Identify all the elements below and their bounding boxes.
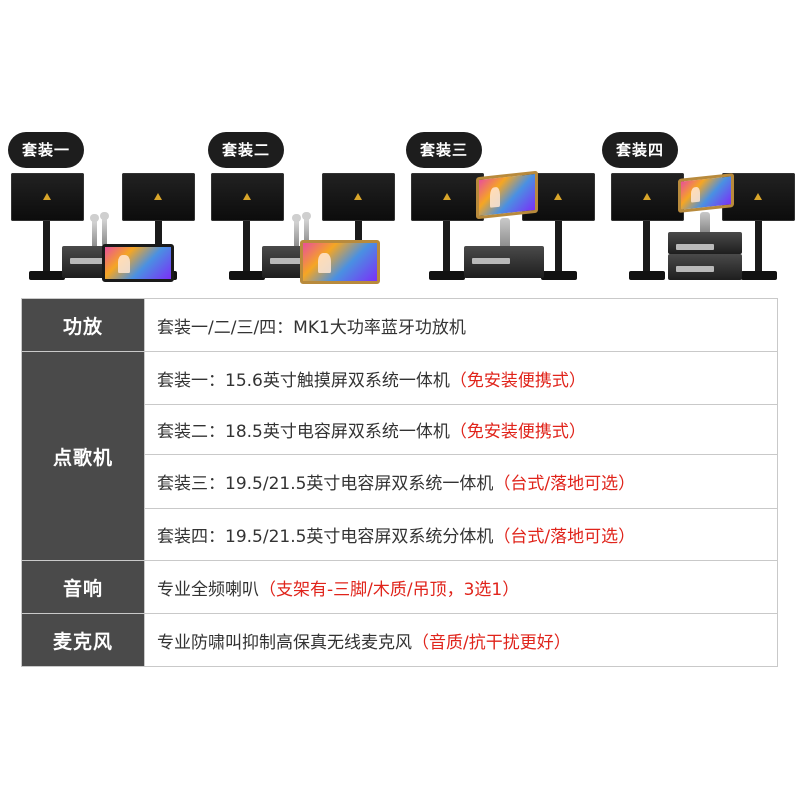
player-4-text: 套装四：19.5/21.5英寸电容屏双系统分体机 [157,527,494,547]
player-1-note: （免安装便携式） [449,370,586,391]
stand-pole [643,221,650,273]
stand-pole [555,221,562,273]
package-3-image: 套装三 [406,128,606,288]
table-row-amp: 功放 套装一/二/三/四：MK1大功率蓝牙功放机 [21,298,778,352]
microphone [100,212,109,246]
player-1-text: 套装一：15.6英寸触摸屏双系统一体机 [157,370,450,391]
player-3-text: 套装三：19.5/21.5英寸电容屏双系统一体机 [157,474,494,494]
speaker-right [322,173,395,221]
microphone [500,218,510,258]
stand-base [229,271,265,280]
stand-pole [755,221,762,273]
microphone [302,212,311,246]
karaoke-player [678,173,734,213]
stand-base [429,271,465,280]
mic-note: （音质/抗干扰更好） [412,632,571,653]
karaoke-player [102,244,174,282]
stand-base [629,271,665,280]
player-3-description: 套装三：19.5/21.5英寸电容屏双系统一体机（台式/落地可选） [144,454,778,509]
row-header-amp: 功放 [21,298,145,352]
package-1-label: 套装一 [8,132,85,168]
microphone [292,214,301,248]
speaker-text: 专业全频喇叭 [157,579,259,600]
stand-base [741,271,777,280]
player-2-text: 套装二：18.5英寸电容屏双系统一体机 [157,422,450,442]
player-2-description: 套装二：18.5英寸电容屏双系统一体机（免安装便携式） [144,404,778,455]
amplifier-top [668,232,742,254]
speaker-left [411,173,484,221]
karaoke-player [476,170,538,220]
table-row-player-4: 套装四：19.5/21.5英寸电容屏双系统分体机（台式/落地可选） [22,508,778,561]
stand-base [29,271,65,280]
stand-pole [43,221,50,273]
microphone [90,214,99,248]
stand-base [541,271,577,280]
player-1-description: 套装一：15.6英寸触摸屏双系统一体机（免安装便携式） [144,351,778,405]
row-header-speaker: 音响 [21,560,145,614]
row-header-player: 点歌机 [21,351,145,561]
mic-text: 专业防啸叫抑制高保真无线麦克风 [157,632,412,653]
karaoke-player [300,240,380,284]
player-4-description: 套装四：19.5/21.5英寸电容屏双系统分体机（台式/落地可选） [144,508,778,561]
speaker-description: 专业全频喇叭（支架有-三脚/木质/吊顶，3选1） [144,560,778,614]
package-2-image: 套装二 [206,128,406,288]
package-1-image: 套装一 [6,128,206,288]
microphone [700,212,710,238]
player-3-note: （台式/落地可选） [493,474,636,494]
table-row-mic: 麦克风 专业防啸叫抑制高保真无线麦克风（音质/抗干扰更好） [21,613,778,667]
stand-pole [443,221,450,273]
amp-description: 套装一/二/三/四：MK1大功率蓝牙功放机 [144,298,778,352]
speaker-right [122,173,195,221]
package-4-label: 套装四 [602,132,679,168]
amplifier [464,246,544,278]
player-2-note: （免安装便携式） [449,422,586,442]
table-row-speaker: 音响 专业全频喇叭（支架有-三脚/木质/吊顶，3选1） [21,560,778,614]
speaker-right [722,173,795,221]
package-2-label: 套装二 [208,132,285,168]
package-3-label: 套装三 [406,132,483,168]
speaker-left [611,173,684,221]
speaker-note: （支架有-三脚/木质/吊顶，3选1） [259,579,520,600]
package-4-image: 套装四 [602,128,800,288]
row-header-mic: 麦克风 [21,613,145,667]
player-4-note: （台式/落地可选） [493,527,636,547]
table-row-player-2: 套装二：18.5英寸电容屏双系统一体机（免安装便携式） [22,404,778,455]
speaker-left [11,173,84,221]
package-gallery: 套装一 套装二 套装三 套 [0,0,800,300]
package-spec-table: 功放 套装一/二/三/四：MK1大功率蓝牙功放机 点歌机 套装一：15.6英寸触… [21,298,778,667]
mic-description: 专业防啸叫抑制高保真无线麦克风（音质/抗干扰更好） [144,613,778,667]
speaker-left [211,173,284,221]
stand-pole [243,221,250,273]
amp-text: 套装一/二/三/四：MK1大功率蓝牙功放机 [157,317,466,338]
amplifier-bottom [668,254,742,280]
table-row-player-1: 点歌机 套装一：15.6英寸触摸屏双系统一体机（免安装便携式） [21,351,778,561]
